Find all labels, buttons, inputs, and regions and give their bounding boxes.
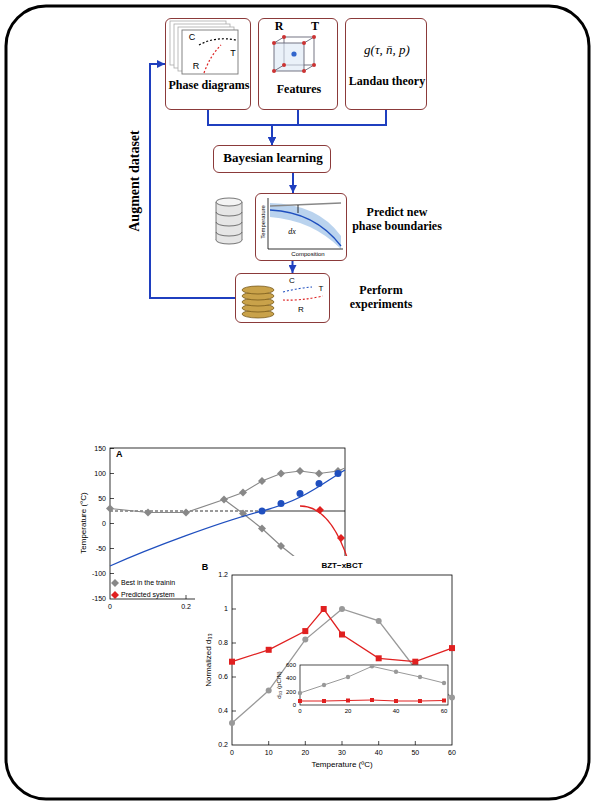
- tick-label: 0.6: [218, 673, 228, 681]
- tick-label: 20: [345, 708, 352, 715]
- node-text: R: [296, 305, 306, 314]
- outer-frame: [6, 6, 589, 799]
- inset-plot: [300, 665, 448, 705]
- node-text: C: [186, 32, 198, 42]
- axis-title: d₃₃ (pC/N): [276, 671, 283, 699]
- node-text: T: [227, 48, 239, 58]
- legend-text: Best in the trainin: [121, 579, 175, 587]
- node-heading: Predict new phase boundaries: [352, 206, 442, 234]
- database-stack: [216, 198, 242, 244]
- tick-label: 30: [338, 749, 346, 757]
- flow-arrow: [150, 64, 235, 298]
- tick-label: 0.8: [218, 639, 228, 647]
- flow-arrow: [292, 261, 294, 273]
- node-heading: Perform experiments: [336, 284, 426, 312]
- edge-label: Augment dataset: [127, 128, 142, 234]
- node-text: g(τ, n̄, p): [346, 43, 428, 58]
- input-box: C T R Phase diagrams: [165, 18, 251, 110]
- input-box: R T Features: [258, 18, 338, 110]
- tick-label: 60: [441, 708, 448, 715]
- tick-label: 0: [298, 708, 301, 715]
- flow-arrow: [272, 110, 386, 145]
- panel-label: A: [116, 450, 123, 460]
- node-text: R: [271, 20, 287, 34]
- node-text: Composition: [270, 251, 346, 258]
- crystal-cube: [272, 35, 316, 73]
- tick-label: 1.2: [218, 571, 228, 579]
- node-text: T: [316, 284, 326, 293]
- panel-label: BZT−xBCT: [321, 562, 362, 571]
- tick-label: 0: [230, 749, 234, 757]
- tick-label: -150: [92, 595, 106, 603]
- tick-label: 60: [448, 749, 456, 757]
- tick-label: 0: [108, 603, 112, 611]
- node-text: Temperature: [260, 205, 267, 239]
- tick-label: 50: [98, 495, 106, 503]
- tick-label: 400: [286, 675, 296, 682]
- tick-label: Temperature (ºC): [311, 761, 372, 770]
- tick-label: 0.4: [218, 707, 228, 715]
- tick-label: 50: [411, 749, 419, 757]
- phase-diagram-stack: [170, 21, 238, 74]
- tick-label: 20: [301, 749, 309, 757]
- flow-arrow: [272, 110, 298, 145]
- tick-label: 1: [224, 605, 228, 613]
- process-box: Bayesian learning: [213, 145, 331, 173]
- phase-boundary-plot: [268, 198, 343, 249]
- node-text: dx: [286, 227, 298, 236]
- flow-arrow: [208, 110, 272, 145]
- node-text: C: [287, 276, 297, 285]
- node-text: Features: [259, 83, 339, 97]
- experiment-box: CTRPerform experiments: [235, 273, 330, 323]
- node-text: Phase diagrams: [166, 79, 252, 93]
- legend-marker: [111, 579, 119, 587]
- tick-label: 40: [375, 749, 383, 757]
- axis-title: Normalized d₃₃: [205, 633, 214, 687]
- sample-disks: [242, 286, 274, 318]
- tick-label: 0.2: [181, 603, 191, 611]
- tick-label: 0: [102, 520, 106, 528]
- tick-label: -50: [96, 545, 106, 553]
- tick-label: 0.2: [218, 741, 228, 749]
- node-text: R: [190, 61, 202, 71]
- flow-arrow: [292, 173, 294, 193]
- tick-label: 10: [265, 749, 273, 757]
- tick-label: 40: [393, 708, 400, 715]
- node-text: T: [307, 20, 323, 34]
- legend-marker: [111, 591, 119, 599]
- node-text: Bayesian learning: [214, 151, 332, 166]
- measured-diagram: [283, 287, 323, 300]
- tick-label: -100: [92, 570, 106, 578]
- axis-title: Temperature (°C): [80, 492, 89, 553]
- prediction-box: TemperatureCompositiondxPredict new phas…: [255, 193, 347, 261]
- tick-label: 0: [293, 702, 296, 709]
- tick-label: 200: [286, 688, 296, 695]
- tick-label: 150: [94, 445, 106, 453]
- tick-label: 600: [286, 662, 296, 669]
- node-text: Landau theory: [346, 75, 428, 89]
- chart-b: [195, 556, 465, 772]
- panel-label: B: [202, 563, 209, 573]
- input-box: g(τ, n̄, p) Landau theory: [345, 18, 427, 110]
- legend-text: Predicted system: [121, 591, 175, 599]
- tick-label: 100: [94, 470, 106, 478]
